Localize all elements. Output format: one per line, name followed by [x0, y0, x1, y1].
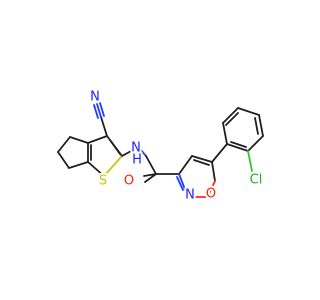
- isoxazole-n-label: N: [185, 188, 195, 203]
- amide-n-label: N: [131, 141, 141, 156]
- bond: [237, 107, 260, 116]
- bond: [103, 155, 123, 177]
- bond: [57, 151, 70, 169]
- bond: [121, 149, 134, 157]
- isoxazole-o-label: O: [206, 187, 216, 202]
- bond: [100, 116, 108, 137]
- bond: [178, 173, 187, 193]
- bond: [96, 103, 102, 118]
- bond: [247, 135, 264, 152]
- bond: [222, 122, 228, 145]
- bond: [68, 161, 89, 169]
- carbonyl-o-label: O: [124, 174, 134, 189]
- bond: [57, 136, 71, 153]
- bond: [191, 155, 213, 163]
- bond: [178, 155, 193, 175]
- bond: [211, 143, 228, 163]
- thiophene-s-label: S: [99, 174, 107, 189]
- bond: [87, 135, 108, 144]
- bond: [145, 155, 157, 175]
- bond: [258, 114, 264, 137]
- nitrile-n-label: N: [90, 90, 100, 105]
- molecule-structure: N N H S O N O Cl: [57, 88, 264, 205]
- bond: [211, 161, 216, 182]
- bond: [99, 102, 105, 117]
- bond: [247, 150, 253, 172]
- molecule-canvas: N N H S O N O Cl: [57, 88, 264, 205]
- bond: [69, 136, 89, 144]
- chlorine-label: Cl: [250, 173, 263, 188]
- bond: [144, 173, 157, 183]
- bond: [208, 180, 216, 195]
- bond: [143, 173, 157, 177]
- bond: [93, 104, 99, 119]
- bond: [222, 107, 239, 124]
- bond: [254, 117, 259, 135]
- bond: [225, 112, 239, 126]
- bond: [87, 161, 105, 177]
- bond: [226, 143, 249, 152]
- bond: [176, 176, 184, 191]
- bond: [230, 141, 247, 148]
- bond: [109, 139, 121, 155]
- amide-h-label: H: [132, 153, 142, 168]
- bond: [139, 148, 147, 157]
- bond: [193, 159, 210, 166]
